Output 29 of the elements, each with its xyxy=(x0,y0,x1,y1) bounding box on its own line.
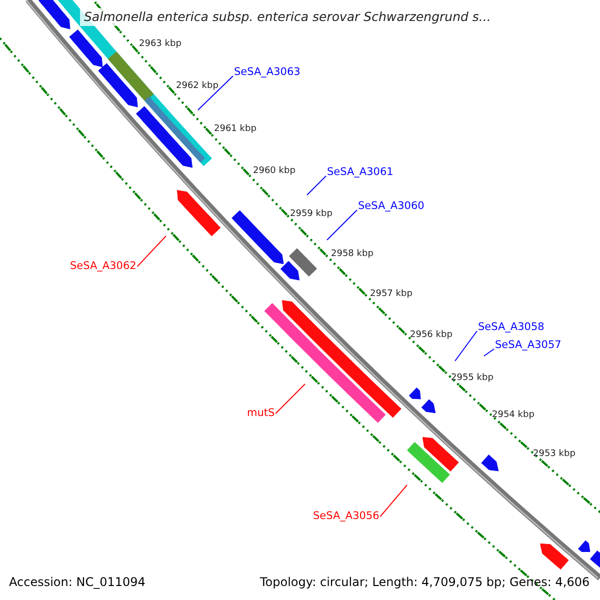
leader-line xyxy=(380,484,408,517)
scale-label: 2962 kbp xyxy=(176,81,218,92)
gene-label: SeSA_A3061 xyxy=(327,166,394,179)
scale-label: 2963 kbp xyxy=(139,39,182,50)
gene-label: SeSA_A3056 xyxy=(313,510,380,523)
gene-label: SeSA_A3057 xyxy=(495,339,562,352)
scale-label: 2957 kbp xyxy=(370,289,412,300)
scale-label: 2961 kbp xyxy=(214,124,256,135)
leader-line xyxy=(326,210,358,240)
scale-label: 2956 kbp xyxy=(410,330,452,341)
leader-line xyxy=(275,384,306,414)
gene-label: SeSA_A3058 xyxy=(478,321,544,334)
scale-label: 2955 kbp xyxy=(451,373,494,384)
gene-label: SeSA_A3062 xyxy=(70,260,136,273)
scale-label: 2954 kbp xyxy=(492,410,534,421)
info-text: Accession: NC_011094 xyxy=(9,574,146,590)
scale-label: 2960 kbp xyxy=(253,166,296,177)
leader-line xyxy=(198,76,234,110)
leader-line xyxy=(306,176,326,196)
scale-label: 2959 kbp xyxy=(290,209,332,220)
gene-label: SeSA_A3063 xyxy=(234,66,300,79)
info-text: Topology: circular; Length: 4,709,075 bp; Genes: 4,606 xyxy=(260,574,590,590)
scale-label: 2953 kbp xyxy=(533,449,576,460)
gene-label: mutS xyxy=(247,407,275,420)
scale-label: 2958 kbp xyxy=(331,249,374,260)
leader-line xyxy=(484,348,494,356)
gene-label: SeSA_A3060 xyxy=(358,200,424,213)
leader-line xyxy=(136,236,166,267)
leader-line xyxy=(454,330,478,362)
